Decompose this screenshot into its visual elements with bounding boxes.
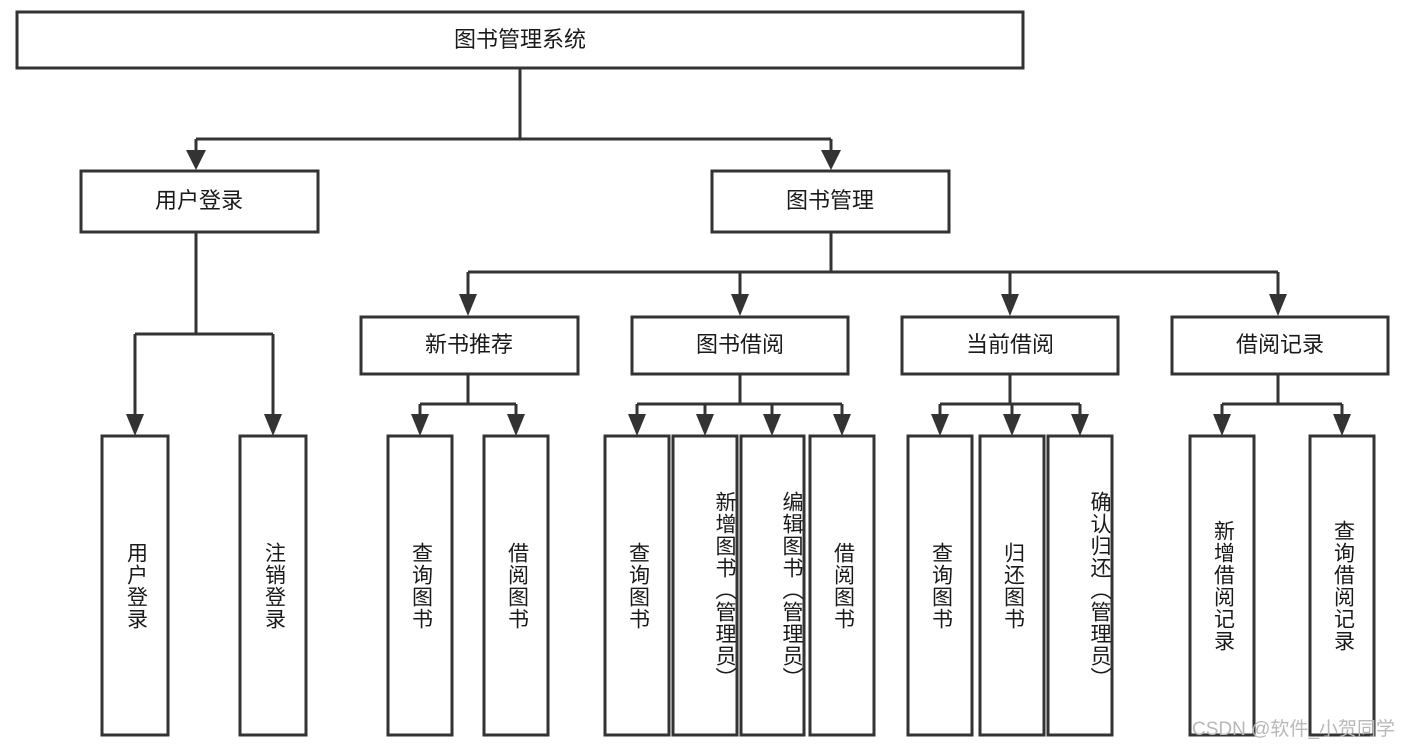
arrow-to-leaf-borrow-book-1: [507, 414, 525, 436]
arrow-root-to-user-login: [186, 150, 206, 170]
node-new-book-rec-box[interactable]: [359, 315, 580, 376]
arrow-to-borrow-record: [1269, 294, 1287, 316]
arrow-to-leaf-user-login: [126, 414, 144, 436]
node-leaf-return-book-box[interactable]: [978, 434, 1046, 737]
node-borrow-record[interactable]: 借阅记录: [1170, 315, 1390, 376]
node-current-borrow[interactable]: 当前借阅: [900, 315, 1120, 376]
node-leaf-query-book-3-box[interactable]: [906, 434, 974, 737]
arrow-to-leaf-query-record: [1333, 414, 1351, 436]
node-current-borrow-label: 当前借阅: [966, 332, 1054, 357]
node-user-login-label: 用户登录: [155, 188, 243, 213]
arrow-to-book-borrow: [731, 294, 749, 316]
node-leaf-borrow-book-1-box[interactable]: [482, 434, 550, 737]
node-root-label: 图书管理系统: [454, 27, 586, 52]
node-leaf-logout-box[interactable]: [238, 434, 308, 737]
node-book-manage[interactable]: 图书管理: [710, 169, 951, 234]
node-user-login-box[interactable]: [79, 169, 320, 234]
arrow-to-leaf-query-book-1: [411, 414, 429, 436]
node-root[interactable]: 图书管理系统: [15, 10, 1025, 70]
connector-group-new-book-rec: [411, 374, 525, 436]
node-leaf-edit-book-box[interactable]: [739, 434, 806, 737]
node-leaf-borrow-book-2-box[interactable]: [808, 434, 876, 737]
node-new-book-rec-label: 新书推荐: [425, 332, 513, 357]
connector-group-root: [186, 68, 841, 170]
arrow-to-leaf-return-book: [1003, 414, 1021, 436]
arrow-to-leaf-confirm-return: [1071, 414, 1089, 436]
node-book-borrow[interactable]: 图书借阅: [630, 315, 850, 376]
node-borrow-record-label: 借阅记录: [1236, 332, 1324, 357]
node-root-box[interactable]: [15, 10, 1025, 70]
arrow-to-current-borrow: [1001, 294, 1019, 316]
node-leaf-query-record-box[interactable]: [1308, 434, 1376, 737]
connector-group-book-borrow: [628, 374, 851, 436]
node-book-manage-label: 图书管理: [786, 188, 874, 213]
node-current-borrow-box[interactable]: [900, 315, 1120, 376]
node-book-manage-box[interactable]: [710, 169, 951, 234]
node-leaf-user-login-box[interactable]: [100, 434, 170, 737]
arrow-to-new-book-rec: [459, 294, 477, 316]
node-leaf-query-book-2-box[interactable]: [603, 434, 671, 737]
connector-group-book-manage: [459, 232, 1287, 316]
connector-group-user-login: [126, 232, 282, 436]
connector-group-current-borrow: [931, 374, 1089, 436]
arrow-to-leaf-add-book: [696, 414, 714, 436]
arrow-to-leaf-logout: [264, 414, 282, 436]
arrow-root-to-book-manage: [821, 150, 841, 170]
node-borrow-record-box[interactable]: [1170, 315, 1390, 376]
arrow-to-leaf-borrow-book-2: [833, 414, 851, 436]
node-leaf-add-record-box[interactable]: [1188, 434, 1256, 737]
csdn-watermark: CSDN @软件_小贺同学: [1192, 719, 1395, 740]
arrow-to-leaf-query-book-3: [931, 414, 949, 436]
node-leaf-confirm-return-box[interactable]: [1046, 434, 1114, 737]
connector-group-borrow-record: [1213, 374, 1351, 436]
arrow-to-leaf-query-book-2: [628, 414, 646, 436]
arrow-to-leaf-add-record: [1213, 414, 1231, 436]
node-leaf-add-book-box[interactable]: [671, 434, 739, 737]
node-leaf-query-book-1-box[interactable]: [386, 434, 454, 737]
node-book-borrow-label: 图书借阅: [696, 332, 784, 357]
arrow-to-leaf-edit-book: [763, 414, 781, 436]
node-book-borrow-box[interactable]: [630, 315, 850, 376]
node-user-login[interactable]: 用户登录: [79, 169, 320, 234]
node-new-book-rec[interactable]: 新书推荐: [359, 315, 580, 376]
